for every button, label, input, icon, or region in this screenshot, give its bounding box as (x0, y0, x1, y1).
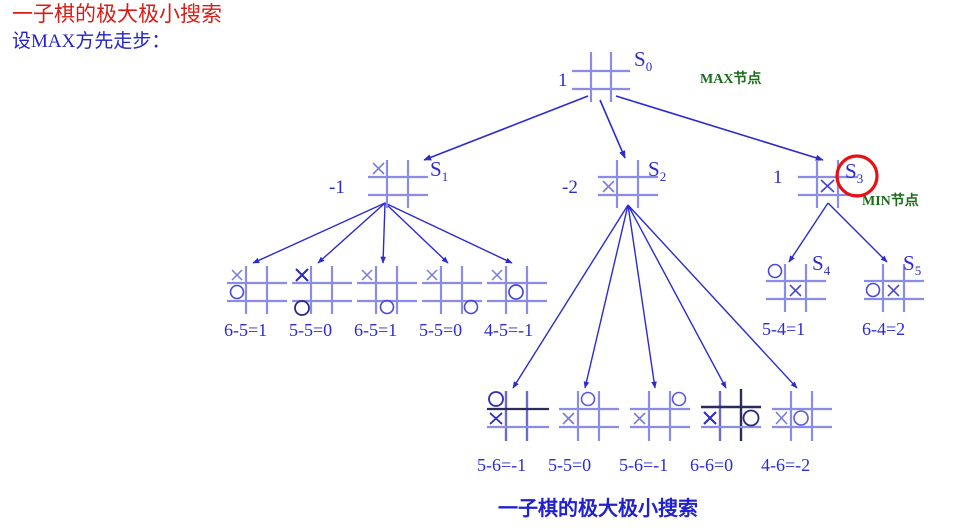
score-leaf-r1-3: 6-5=1 (354, 320, 398, 340)
board-s2 (598, 160, 658, 208)
node-label-s2-letter: S (648, 157, 660, 181)
value-label-s2: -2 (562, 177, 578, 198)
legend-max-node: MAX节点 (700, 72, 762, 87)
edges-root-level1 (423, 95, 824, 161)
node-label-s0: S0 (634, 47, 653, 75)
value-label-s0: 1 (558, 70, 568, 91)
board-s0 (572, 52, 630, 102)
edges-s2-leaves (512, 204, 798, 389)
node-label-s2: S2 (648, 157, 667, 185)
node-label-s0-letter: S (634, 47, 646, 71)
node-label-s5: S5 (903, 251, 922, 279)
node-label-s4: S4 (812, 251, 831, 279)
score-leaf-r2-4: 6-6=0 (690, 455, 734, 475)
board-leaf-r1-2 (292, 266, 352, 316)
board-s4 (766, 263, 826, 312)
node-label-s2-sub: 2 (659, 169, 667, 185)
legend-min-node: MIN节点 (862, 194, 919, 209)
board-s1 (368, 160, 428, 208)
node-label-s0-sub: 0 (645, 59, 653, 75)
score-leaf-r1-4: 5-5=0 (419, 320, 463, 340)
edges-s1-leaves (252, 202, 513, 264)
node-label-s4-sub: 4 (823, 263, 831, 279)
page-title: 一子棋的极大极小搜索 (12, 2, 222, 26)
board-leaf-r1-3 (357, 266, 417, 315)
bottom-caption: 一子棋的极大极小搜索 (498, 498, 698, 520)
node-label-s1: S1 (430, 157, 449, 185)
board-leaf-r1-5 (487, 266, 547, 314)
page-subtitle: 设MAX方先走步： (12, 31, 171, 52)
score-leaf-s4: 5-4=1 (762, 319, 806, 339)
score-leaf-r2-5: 4-6=-2 (761, 455, 811, 475)
score-leaf-r2-2: 5-5=0 (548, 455, 592, 475)
node-label-s3: S3 (845, 159, 864, 187)
value-label-s3: 1 (773, 167, 783, 188)
board-s5 (864, 264, 924, 312)
score-leaf-r1-2: 5-5=0 (289, 320, 333, 340)
node-label-s3-sub: 3 (856, 171, 864, 187)
score-leaf-r2-1: 5-6=-1 (477, 455, 527, 475)
node-label-s1-sub: 1 (441, 169, 449, 185)
board-leaf-r2-1 (487, 391, 549, 441)
board-leaf-r2-4 (701, 389, 761, 441)
node-label-s3-letter: S (845, 159, 857, 183)
board-leaf-r1-4 (422, 266, 482, 315)
board-leaf-r2-2 (559, 391, 619, 441)
node-label-s1-letter: S (430, 157, 442, 181)
node-label-s5-letter: S (903, 251, 915, 275)
score-leaf-s5: 6-4=2 (862, 319, 906, 339)
score-leaf-r2-3: 5-6=-1 (619, 455, 669, 475)
score-leaf-r1-5: 4-5=-1 (484, 320, 534, 340)
board-leaf-r2-5 (772, 391, 832, 441)
edges-s3-leaves (788, 202, 888, 263)
s3-highlight-circle (835, 154, 879, 198)
node-label-s4-letter: S (812, 251, 824, 275)
value-label-s1: -1 (329, 177, 345, 198)
board-leaf-r2-3 (630, 391, 690, 441)
score-leaf-r1-1: 6-5=1 (224, 320, 268, 340)
node-label-s5-sub: 5 (914, 263, 922, 279)
board-leaf-r1-1 (227, 266, 287, 314)
